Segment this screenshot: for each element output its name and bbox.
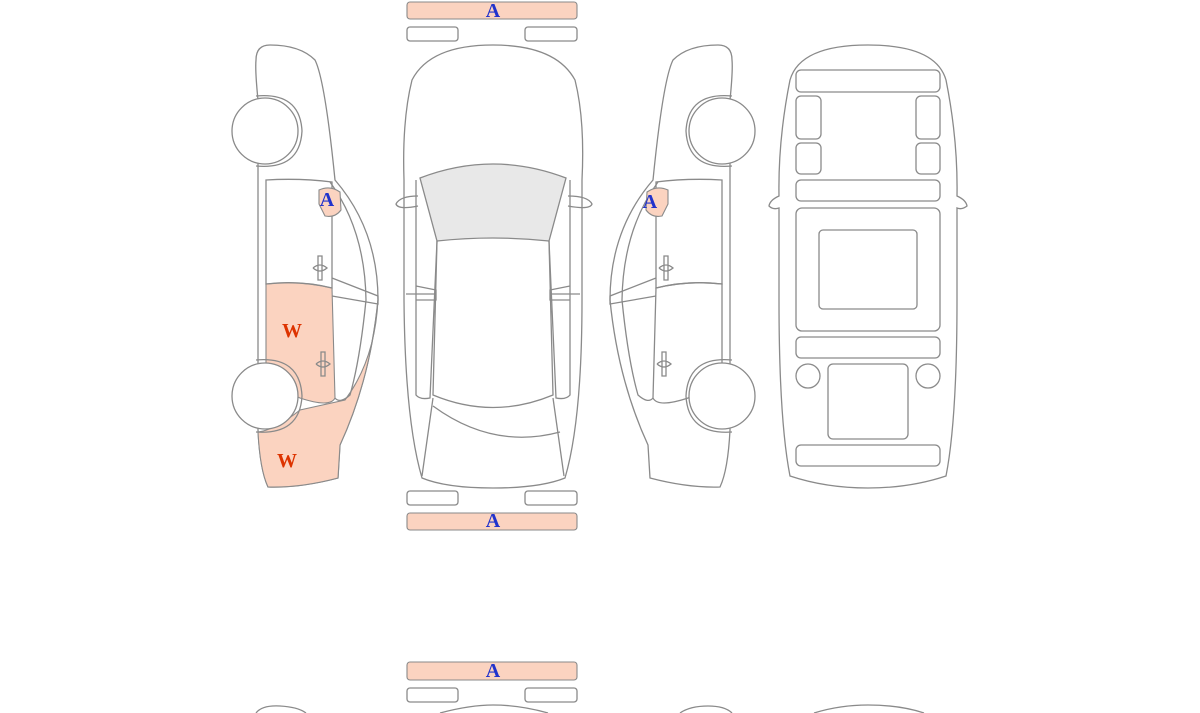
left-front-door-handle[interactable] bbox=[315, 351, 331, 377]
right-rear-wheel[interactable] bbox=[688, 97, 756, 165]
left-window-frame bbox=[329, 181, 367, 402]
left-window-rail bbox=[406, 285, 437, 301]
left-mirror-top[interactable] bbox=[395, 195, 419, 209]
left-front-wheel-arch bbox=[255, 359, 303, 433]
left-mirror-damage-code: A bbox=[320, 189, 335, 211]
underside-front-bar[interactable] bbox=[795, 69, 941, 93]
top-view: A A bbox=[395, 0, 593, 532]
right-window-frame bbox=[621, 181, 659, 402]
left-front-wheel[interactable] bbox=[231, 362, 299, 430]
underside-rear-crossmember[interactable] bbox=[795, 336, 941, 359]
windshield[interactable] bbox=[419, 163, 567, 242]
top-body-outline bbox=[403, 44, 584, 489]
underside-left-front-arm[interactable] bbox=[795, 95, 822, 140]
rear-bumper-damage-code: A bbox=[486, 510, 501, 532]
right-rear-wheel-arch bbox=[685, 94, 733, 168]
left-front-fender[interactable] bbox=[257, 299, 379, 488]
diagram-sheet-1: A A bbox=[231, 0, 968, 532]
underside-crossmember[interactable] bbox=[795, 179, 941, 202]
sheet2-front-right-light[interactable] bbox=[524, 687, 578, 703]
right-mirror-damage-code: A bbox=[643, 191, 658, 213]
left-a-pillar bbox=[331, 277, 379, 305]
underside-left-mount[interactable] bbox=[795, 142, 822, 175]
right-side-view: A bbox=[609, 44, 756, 488]
rear-bumper[interactable] bbox=[406, 512, 578, 531]
left-mirror[interactable] bbox=[318, 187, 342, 217]
left-side-view: A W W bbox=[231, 44, 379, 488]
underside-view bbox=[768, 44, 968, 489]
sheet2-front-left-light[interactable] bbox=[406, 687, 459, 703]
front-bumper-damage-code: A bbox=[486, 0, 501, 22]
right-pillar-line bbox=[548, 180, 571, 400]
left-pillar-line bbox=[415, 180, 438, 400]
trunk-line bbox=[432, 405, 561, 438]
left-front-fender-damage-code: W bbox=[277, 450, 297, 472]
left-front-door-damage-code: W bbox=[282, 320, 302, 342]
underside-right-front-arm[interactable] bbox=[915, 95, 941, 140]
right-front-wheel-arch bbox=[685, 359, 733, 433]
right-mirror-top[interactable] bbox=[567, 195, 593, 209]
left-rear-door-handle[interactable] bbox=[312, 255, 328, 281]
sheet2-top-view-top bbox=[439, 704, 549, 713]
diagram-sheet-2: A bbox=[255, 660, 925, 713]
right-window-rail bbox=[549, 285, 580, 301]
underside-right-rear-hub[interactable] bbox=[915, 363, 941, 389]
underside-rear-bar[interactable] bbox=[795, 444, 941, 467]
underside-fuel-tank[interactable] bbox=[827, 363, 909, 440]
rear-left-light[interactable] bbox=[406, 490, 459, 506]
underside-left-rear-hub[interactable] bbox=[795, 363, 821, 389]
sheet2-front-bumper-damage-code: A bbox=[486, 660, 501, 682]
right-mirror[interactable] bbox=[645, 187, 669, 217]
front-bumper[interactable] bbox=[406, 1, 578, 20]
front-right-light[interactable] bbox=[524, 26, 578, 42]
underside-floor-center[interactable] bbox=[818, 229, 918, 310]
sheet2-left-side-top bbox=[255, 705, 307, 713]
underside-outline bbox=[768, 44, 968, 489]
right-front-door-handle[interactable] bbox=[656, 351, 672, 377]
right-front-wheel[interactable] bbox=[688, 362, 756, 430]
left-rear-wheel[interactable] bbox=[231, 97, 299, 165]
left-rear-wheel-arch bbox=[255, 94, 303, 168]
sheet2-right-side-top bbox=[679, 705, 733, 713]
rear-right-light[interactable] bbox=[524, 490, 578, 506]
underside-right-mount[interactable] bbox=[915, 142, 941, 175]
left-rear-door[interactable] bbox=[265, 178, 333, 289]
right-rear-door-handle[interactable] bbox=[658, 255, 674, 281]
sheet2-front-bumper[interactable] bbox=[406, 661, 578, 681]
rear-window-line bbox=[421, 397, 565, 477]
front-left-light[interactable] bbox=[406, 26, 459, 42]
sheet2-underside-top bbox=[813, 704, 925, 713]
roof-panel[interactable] bbox=[432, 240, 554, 409]
right-a-pillar bbox=[609, 277, 657, 305]
